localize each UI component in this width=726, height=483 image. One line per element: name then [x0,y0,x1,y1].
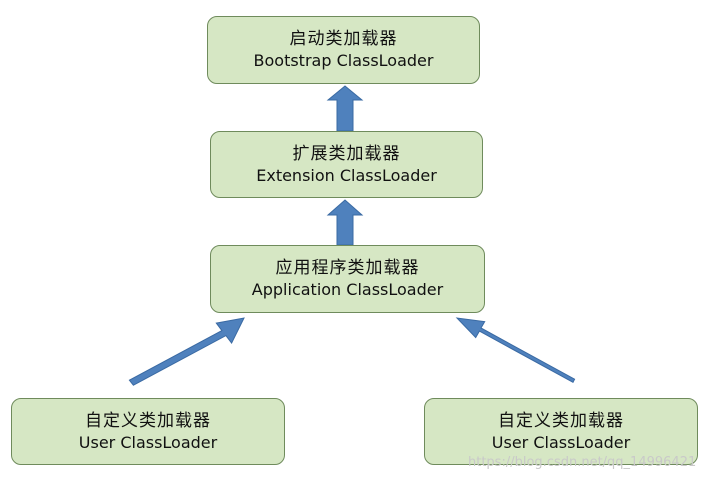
application-zh-label: 应用程序类加载器 [275,258,420,278]
application-classloader-node: 应用程序类加载器 Application ClassLoader [210,245,485,313]
bootstrap-en-label: Bootstrap ClassLoader [253,51,434,70]
bootstrap-classloader-node: 启动类加载器 Bootstrap ClassLoader [207,16,480,84]
arrow-user-right-to-application [455,317,576,383]
user-classloader-node-left: 自定义类加载器 User ClassLoader [11,398,285,465]
application-en-label: Application ClassLoader [251,280,444,299]
user-right-zh-label: 自定义类加载器 [498,410,624,431]
extension-en-label: Extension ClassLoader [256,165,437,185]
watermark-text: https://blog.csdn.net/qq_14996421 [468,455,697,470]
arrow-extension-to-bootstrap [326,85,364,132]
user-left-zh-label: 自定义类加载器 [85,410,211,431]
user-classloader-node-right: 自定义类加载器 User ClassLoader [424,398,698,465]
extension-classloader-node: 扩展类加载器 Extension ClassLoader [210,131,483,198]
user-left-en-label: User ClassLoader [78,432,218,452]
arrow-user-left-to-application [128,317,245,386]
arrow-application-to-extension [326,199,364,246]
user-right-en-label: User ClassLoader [491,432,631,452]
extension-zh-label: 扩展类加载器 [292,143,401,164]
bootstrap-zh-label: 启动类加载器 [289,29,398,49]
